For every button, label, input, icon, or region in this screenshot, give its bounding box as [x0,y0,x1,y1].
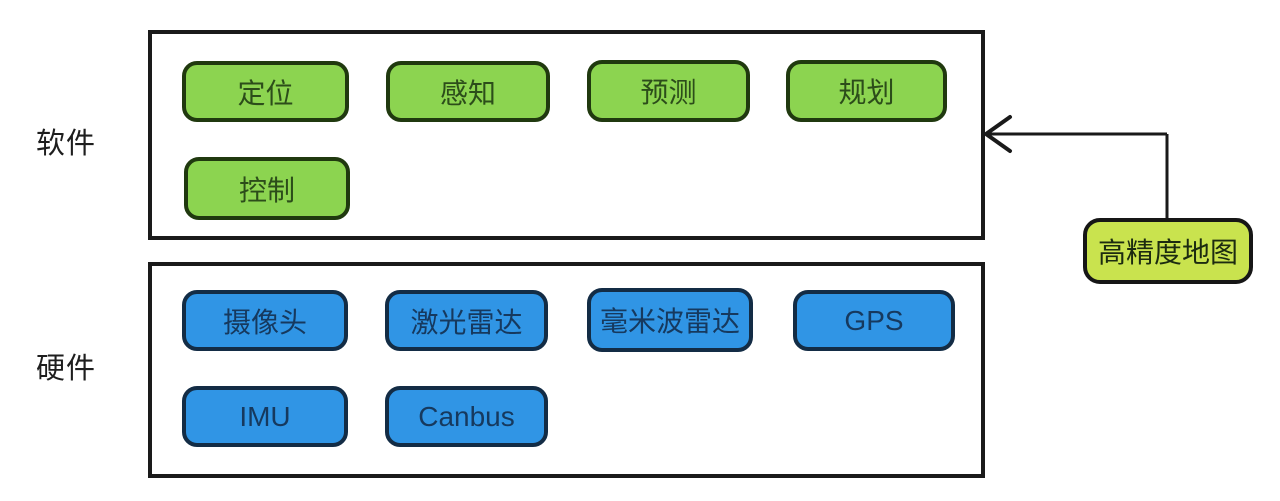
hardware-module-canbus: Canbus [385,386,548,447]
hd-map-node: 高精度地图 [1083,218,1253,284]
hardware-module-mmwave-radar: 毫米波雷达 [587,288,753,352]
hardware-module-camera: 摄像头 [182,290,348,351]
software-module-perception: 感知 [386,61,550,122]
software-module-planning: 规划 [786,60,947,122]
hardware-section-label: 硬件 [36,353,97,385]
software-module-localization: 定位 [182,61,349,122]
hardware-module-imu: IMU [182,386,348,447]
hardware-container: 摄像头 激光雷达 毫米波雷达 GPS IMU Canbus [148,262,985,478]
hardware-module-lidar: 激光雷达 [385,290,548,351]
hardware-module-gps: GPS [793,290,955,351]
software-module-control: 控制 [184,157,350,220]
software-section-label: 软件 [36,128,97,160]
software-container: 定位 感知 预测 规划 控制 [148,30,985,240]
software-module-prediction: 预测 [587,60,750,122]
